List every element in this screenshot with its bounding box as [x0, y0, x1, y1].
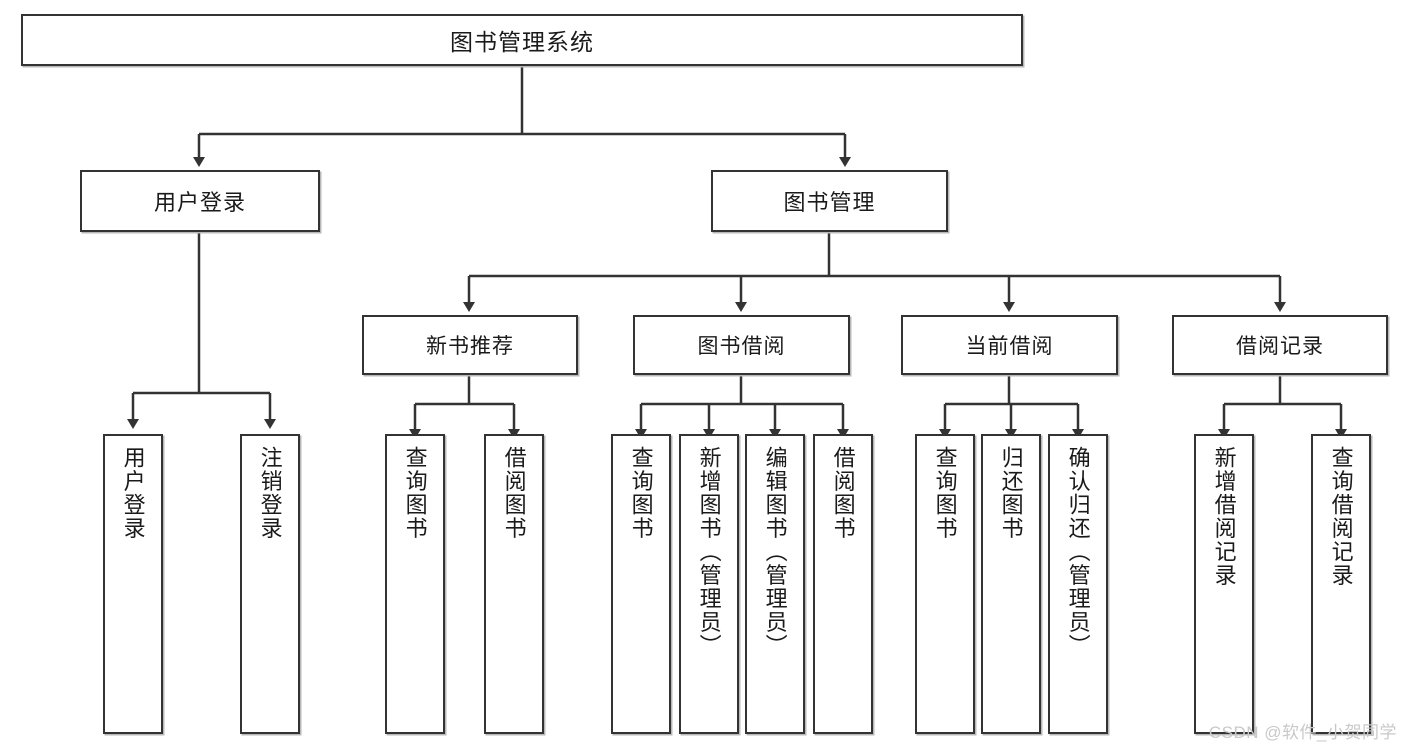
leaf-book-borrow-add[interactable]: 新增图书（管理员） [679, 434, 739, 734]
node-book-manage-label: 图书管理 [783, 190, 876, 215]
leaf-user-login-logout[interactable]: 注销登录 [240, 434, 300, 734]
leaf-book-borrow-borrow-label: 借阅图书 [830, 446, 856, 540]
leaf-current-borrow-confirm-label: 确认归还（管理员） [1065, 446, 1091, 658]
node-borrow-record-label: 借阅记录 [1236, 335, 1324, 358]
leaf-current-borrow-confirm[interactable]: 确认归还（管理员） [1048, 434, 1108, 734]
leaf-current-borrow-return[interactable]: 归还图书 [981, 434, 1041, 734]
leaf-user-login-login-label: 用户登录 [120, 446, 146, 540]
csdn-watermark: CSDN @软件_小贺同学 [1208, 723, 1397, 742]
leaf-borrow-record-add-label: 新增借阅记录 [1211, 446, 1237, 587]
leaf-user-login-login[interactable]: 用户登录 [103, 434, 163, 734]
leaf-borrow-record-query[interactable]: 查询借阅记录 [1311, 434, 1371, 734]
leaf-new-book-borrow[interactable]: 借阅图书 [484, 434, 544, 734]
leaf-new-book-query[interactable]: 查询图书 [385, 434, 445, 734]
node-user-login[interactable]: 用户登录 [80, 170, 320, 232]
node-book-borrow[interactable]: 图书借阅 [633, 315, 850, 375]
node-new-book-recommend[interactable]: 新书推荐 [362, 315, 578, 375]
node-borrow-record[interactable]: 借阅记录 [1172, 315, 1388, 375]
leaf-book-borrow-query[interactable]: 查询图书 [611, 434, 671, 734]
leaf-current-borrow-query-label: 查询图书 [932, 446, 958, 540]
node-root-label: 图书管理系统 [450, 29, 594, 55]
leaf-borrow-record-query-label: 查询借阅记录 [1328, 446, 1354, 587]
leaf-book-borrow-borrow[interactable]: 借阅图书 [813, 434, 873, 734]
leaf-current-borrow-query[interactable]: 查询图书 [915, 434, 975, 734]
leaf-book-borrow-query-label: 查询图书 [628, 446, 654, 540]
leaf-borrow-record-add[interactable]: 新增借阅记录 [1194, 434, 1254, 734]
node-root[interactable]: 图书管理系统 [21, 14, 1023, 66]
node-book-borrow-label: 图书借阅 [697, 335, 786, 358]
leaf-user-login-logout-label: 注销登录 [257, 446, 283, 540]
leaf-current-borrow-return-label: 归还图书 [998, 446, 1024, 540]
leaf-book-borrow-add-label: 新增图书（管理员） [696, 446, 722, 658]
leaf-new-book-query-label: 查询图书 [402, 446, 428, 540]
node-current-borrow-label: 当前借阅 [965, 335, 1054, 358]
node-new-book-recommend-label: 新书推荐 [426, 335, 514, 358]
leaf-new-book-borrow-label: 借阅图书 [501, 446, 527, 540]
leaf-book-borrow-edit[interactable]: 编辑图书（管理员） [745, 434, 805, 734]
leaf-book-borrow-edit-label: 编辑图书（管理员） [762, 446, 788, 658]
node-book-manage[interactable]: 图书管理 [711, 170, 948, 232]
node-current-borrow[interactable]: 当前借阅 [901, 315, 1118, 375]
node-user-login-label: 用户登录 [153, 190, 246, 215]
